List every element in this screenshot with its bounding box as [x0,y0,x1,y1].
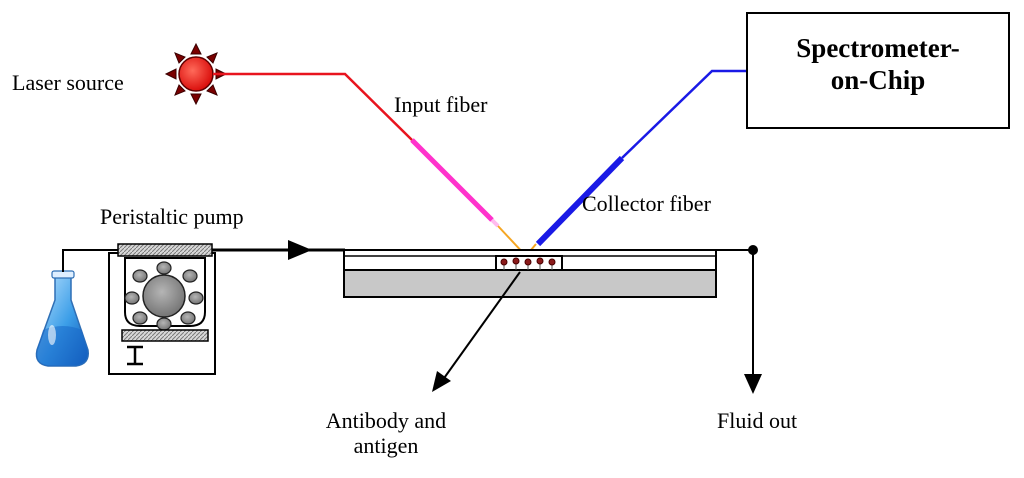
spectrometer-on-chip-box: Spectrometer- on-Chip [746,12,1010,129]
antibody-antigen-label: Antibody and antigen [306,408,466,459]
pump-rollers [124,261,204,331]
collector-fiber-label: Collector fiber [582,191,711,216]
input-fiber [213,72,500,228]
spectrometer-label-line2: on-Chip [830,65,926,96]
spectrometer-label: Spectrometer- on-Chip [748,32,1008,97]
laser-source-label: Laser source [12,70,124,95]
collector-fiber [535,69,748,247]
peristaltic-pump [108,243,216,375]
flask-icon [35,270,89,367]
antibody-label-line2: antigen [353,433,419,459]
peristaltic-pump-label: Peristaltic pump [100,204,244,229]
pump-stand [127,345,143,366]
fluid-out-label: Fluid out [717,408,798,433]
input-fiber-label: Input fiber [394,92,488,117]
inlet-tube [62,249,118,272]
flow-in-arrow [212,240,345,260]
laser-source-icon [164,42,228,106]
spectrometer-label-line1: Spectrometer- [796,33,960,63]
microfluidic-chip [343,249,717,298]
antibody-label-line1: Antibody and [325,408,447,433]
fluid-out-arrow [716,245,762,394]
antibody-markers [500,257,556,270]
antibody-pointer-arrow [432,271,521,392]
